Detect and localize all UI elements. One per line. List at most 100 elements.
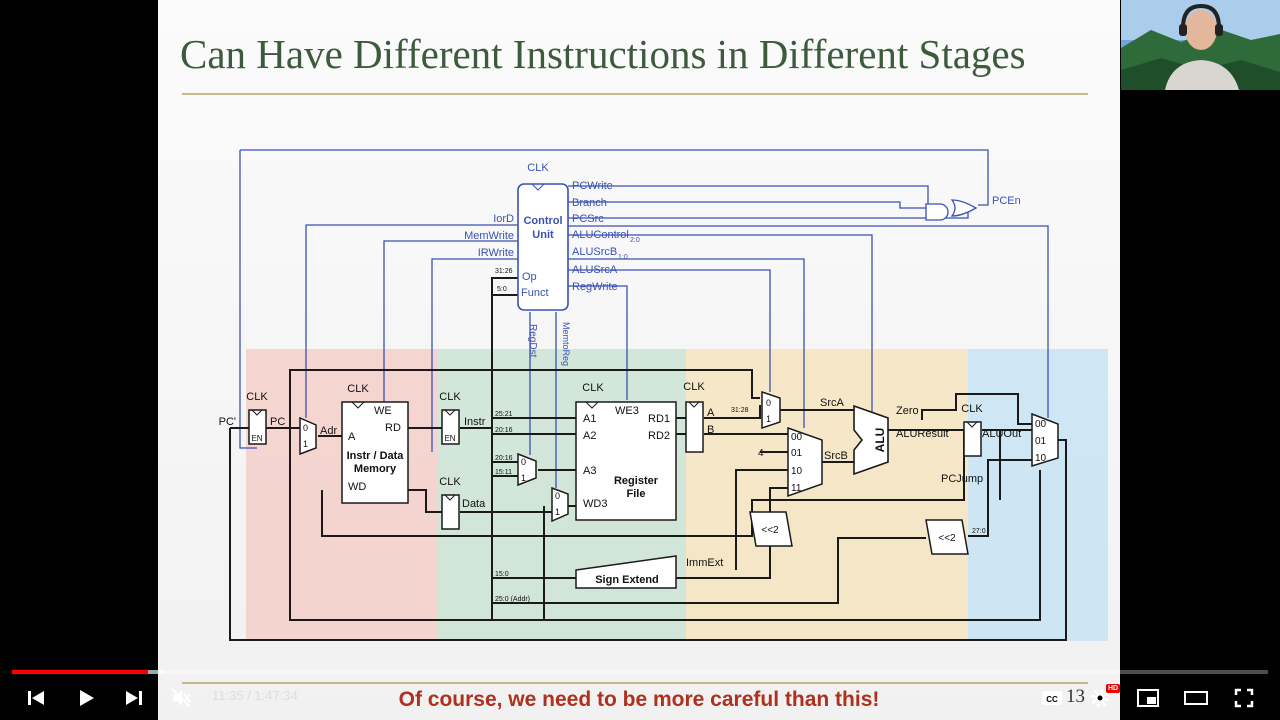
signal-alucontrol-sub: 2:0 — [630, 237, 640, 244]
memory-we: WE — [374, 405, 392, 417]
srca-mux-in1: 1 — [766, 414, 771, 424]
bitfield-15-11: 15:11 — [495, 469, 512, 476]
srcb-mux-in01: 01 — [791, 448, 803, 459]
shift1-label: <<2 — [761, 525, 779, 536]
signal-memtoreg: MemtoReg — [561, 322, 571, 366]
shift2-label: <<2 — [938, 533, 956, 544]
regfile-a1: A1 — [583, 413, 596, 425]
bitfield-20-16-b: 20:16 — [495, 455, 513, 462]
control-unit-op: Op — [522, 271, 537, 283]
signal-alusrcb-sub: 1:0 — [618, 254, 628, 261]
bitfield-27-0: 27:0 — [972, 528, 986, 535]
slide-caption: Of course, we need to be more careful th… — [398, 688, 880, 711]
control-unit-funct: Funct — [521, 287, 549, 299]
fullscreen-icon — [1234, 688, 1254, 708]
immext-label: ImmExt — [686, 557, 723, 569]
pc-en: EN — [251, 434, 262, 443]
mute-button[interactable] — [163, 680, 199, 716]
stage-writeback-background — [968, 349, 1108, 641]
settings-button[interactable] — [1082, 680, 1118, 716]
aluout-register — [963, 421, 982, 457]
instr-data-memory — [341, 401, 409, 504]
signal-irwrite: IRWrite — [478, 247, 514, 259]
bitfield-25-21: 25:21 — [495, 411, 513, 418]
current-time: 11:35 — [212, 688, 244, 703]
control-wires — [239, 149, 1049, 488]
regfile-we3: WE3 — [615, 405, 639, 417]
signal-regwrite: RegWrite — [572, 281, 618, 293]
bitfield-25-0: 25:0 (Addr) — [495, 596, 530, 603]
pcsrc-mux — [1031, 412, 1059, 468]
mute-icon — [171, 688, 191, 708]
shift-left-2-jump — [925, 519, 969, 555]
pc-label: PC — [270, 416, 285, 428]
svg-text:CC: CC — [1046, 695, 1058, 704]
alu-zero: Zero — [896, 405, 919, 417]
srca-mux-in0: 0 — [766, 398, 771, 408]
signal-pcen: PCEn — [992, 195, 1021, 207]
slide-number: 13 — [1066, 686, 1085, 707]
pc-clk: CLK — [246, 391, 268, 403]
data-label: Data — [462, 498, 486, 510]
miniplayer-button[interactable] — [1130, 680, 1166, 716]
memtoreg-mux-in1: 1 — [555, 507, 560, 517]
bitfield-31-26: 31:26 — [495, 268, 513, 275]
memory-rd: RD — [385, 422, 401, 434]
pcjump-label: PCJump — [941, 473, 983, 485]
skip-previous-icon — [28, 691, 44, 705]
signal-alusrca: ALUSrcA — [572, 264, 618, 276]
progress-bar[interactable] — [12, 670, 1268, 674]
instr-register — [441, 409, 460, 445]
alu-label: ALU — [873, 428, 887, 453]
adr-label: Adr — [320, 425, 337, 437]
signal-alusrcb: ALUSrcB — [572, 246, 617, 258]
theater-mode-button[interactable] — [1178, 680, 1214, 716]
gear-icon — [1091, 689, 1109, 707]
srcb-const-4: 4 — [758, 448, 764, 459]
bitfield-20-16: 20:16 — [495, 427, 513, 434]
control-unit-clk: CLK — [527, 162, 549, 174]
regdst-mux-in0: 0 — [521, 457, 526, 467]
total-time: 1:47:34 — [254, 688, 298, 703]
adr-mux-in1: 1 — [303, 439, 308, 449]
play-icon — [80, 690, 94, 706]
memory-a: A — [348, 431, 356, 443]
memory-clk: CLK — [347, 383, 369, 395]
srca-label: SrcA — [820, 397, 845, 409]
play-button[interactable] — [68, 680, 104, 716]
datapath-wires — [229, 277, 1067, 641]
skip-next-icon — [126, 691, 142, 705]
regdst-mux-in1: 1 — [521, 473, 526, 483]
memtoreg-mux — [551, 486, 569, 523]
srca-mux — [761, 390, 781, 430]
memory-name-2: Memory — [354, 463, 397, 475]
skip-previous-button[interactable] — [18, 680, 54, 716]
pc-register — [248, 409, 267, 445]
pcsrc-mux-in01: 01 — [1035, 436, 1047, 447]
instr-label: Instr — [464, 416, 486, 428]
srcb-mux-in10: 10 — [791, 466, 803, 477]
ab-register — [685, 401, 704, 453]
bitfield-15-0: 15:0 — [495, 571, 509, 578]
ab-b: B — [707, 424, 714, 436]
instr-en: EN — [444, 434, 455, 443]
skip-next-button[interactable] — [116, 680, 152, 716]
aluout-label: ALUOut — [982, 428, 1021, 440]
sign-extend-block — [575, 555, 677, 589]
captions-button[interactable]: CC — [1034, 680, 1070, 716]
fullscreen-button[interactable] — [1226, 680, 1262, 716]
control-unit-block — [517, 183, 569, 311]
adr-mux-in0: 0 — [303, 423, 308, 433]
signal-iord: IorD — [493, 213, 514, 225]
hd-badge: HD — [1106, 684, 1121, 693]
control-unit-name-1: Control — [523, 215, 562, 227]
ab-clk: CLK — [683, 381, 705, 393]
register-file — [575, 401, 677, 521]
regfile-name-2: File — [627, 488, 646, 500]
srcb-mux — [787, 426, 823, 498]
pcsrc-mux-in10: 10 — [1035, 453, 1047, 464]
footer-divider — [182, 682, 1088, 684]
signal-alucontrol: ALUControl — [572, 229, 629, 241]
signal-pcwrite: PCWrite — [572, 180, 613, 192]
pc-prime-label: PC' — [219, 416, 236, 428]
